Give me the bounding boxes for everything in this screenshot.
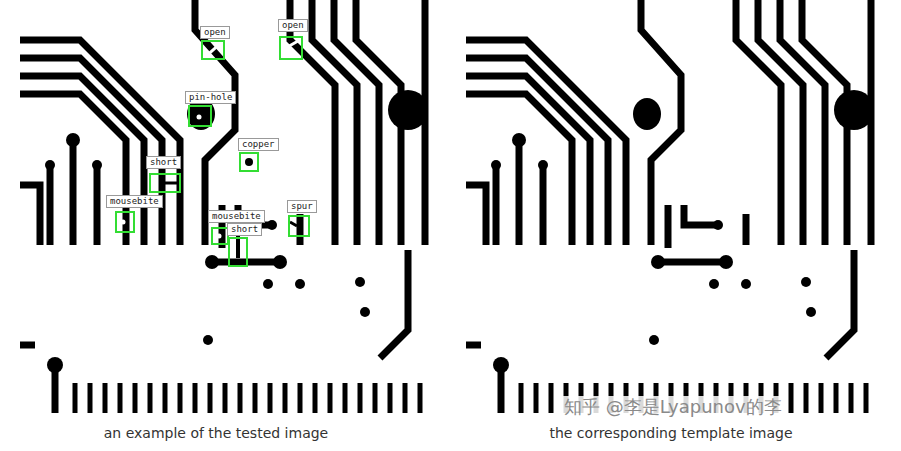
defect-name: mousebite [110, 196, 159, 206]
defect-name: copper [242, 139, 275, 149]
defect-name: pin-hole [189, 92, 232, 102]
defect-label: mousebite [106, 195, 163, 208]
defect-label: short [146, 156, 181, 169]
panel-caption: the corresponding template image [549, 424, 792, 442]
defect-label: open [200, 26, 230, 39]
defect-name: mousebite [212, 211, 261, 221]
defect-label: mousebite [208, 210, 265, 223]
defect-name: short [231, 224, 258, 234]
defect-label: spur [287, 200, 317, 213]
defect-name: spur [291, 201, 313, 211]
watermark: 知乎 @李是Lyapunov的李 [562, 396, 784, 418]
defect-label: short [227, 223, 262, 236]
defect-boxes [116, 37, 309, 266]
defect-name: short [150, 157, 177, 167]
defect-label: open [278, 19, 308, 32]
panel-caption: an example of the tested image [104, 424, 328, 442]
defect-label: copper [238, 138, 279, 151]
defect-label: pin-hole [185, 91, 236, 104]
defects [121, 41, 299, 258]
defect-name: open [282, 20, 304, 30]
defect-name: open [204, 27, 226, 37]
